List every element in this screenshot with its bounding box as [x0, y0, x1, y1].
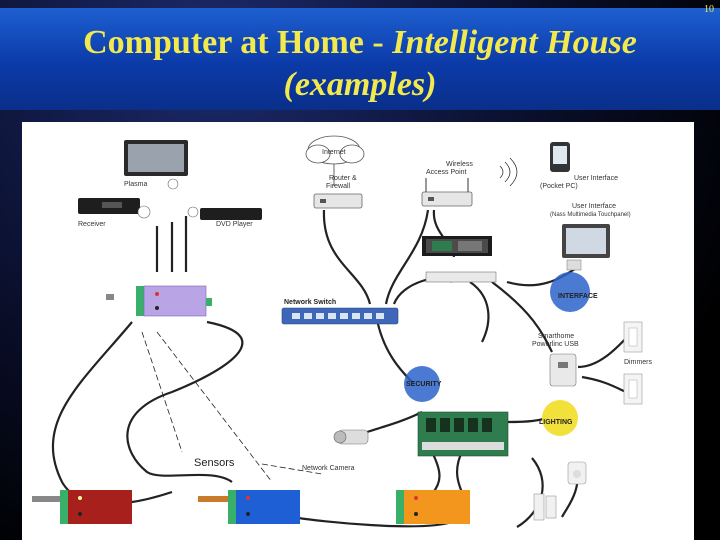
lighting-label: LIGHTING [539, 419, 573, 426]
cable-module-bottom [126, 320, 244, 483]
home-network-diagram: Internet Router & Firewall Wireless Acce… [22, 122, 694, 540]
door-sensor [533, 493, 557, 521]
wifi-signal-icon [499, 157, 518, 187]
blue-sensor-module [198, 490, 300, 524]
media-server [422, 236, 492, 256]
red-sensor-module [32, 490, 132, 524]
internet-cloud: Internet [305, 135, 365, 165]
dvd-label: DVD Player [216, 221, 253, 228]
title-line1: Computer at Home - [83, 24, 393, 61]
smarthome-label-2: Powerlinc USB [532, 341, 579, 348]
dashed-sensor-line-1 [156, 331, 273, 483]
wap-label-2: Access Point [426, 169, 467, 176]
cables [51, 209, 633, 528]
ui-pocket-label-2: (Pocket PC) [540, 183, 578, 190]
ui-touch-label: User Interface [572, 203, 616, 210]
receiver: Receiver [78, 198, 151, 228]
cable-left-big-loop [51, 321, 173, 505]
smarthome-label: Smarthome [538, 333, 574, 340]
dashed-sensor-line-3 [261, 463, 323, 475]
interface-label: INTERFACE [558, 293, 598, 300]
plasma-label: Plasma [124, 181, 147, 188]
smarthome-usb: Smarthome Powerlinc USB [532, 333, 579, 387]
cable-wap-switch [384, 209, 430, 305]
security-relay-board [417, 411, 509, 457]
touch-panel: User Interface (Nass Multimedia Touchpan… [550, 203, 631, 271]
pocket-pc: User Interface (Pocket PC) [540, 142, 618, 190]
cable-board-security [469, 281, 490, 343]
network-switch: Network Switch [281, 299, 399, 325]
title-line2: (examples) [283, 66, 437, 103]
dimmer-switches: Dimmers [623, 321, 652, 405]
security-label: SECURITY [406, 381, 442, 388]
wireless-access-point: Wireless Access Point [421, 161, 473, 207]
hub [425, 271, 497, 283]
router-label: Router & [329, 175, 357, 182]
router-label-2: Firewall [326, 183, 351, 190]
dashed-sensor-line-2 [141, 331, 183, 453]
network-switch-label: Network Switch [284, 299, 336, 306]
cable-relay-orange [431, 451, 441, 495]
plasma-tv: Plasma [124, 140, 188, 190]
sensors-label: Sensors [194, 457, 235, 469]
orange-sensor-module [396, 490, 470, 524]
receiver-label: Receiver [78, 221, 106, 228]
router: Router & Firewall [313, 175, 363, 209]
diagram-svg: Internet Router & Firewall Wireless Acce… [32, 135, 652, 528]
title-line1-italic: Intelligent House [392, 24, 637, 61]
network-camera: Network Camera [302, 429, 369, 472]
dvd-player: DVD Player [187, 206, 262, 228]
ui-touch-label-2: (Nass Multimedia Touchpanel) [550, 212, 631, 218]
lighting-badge: LIGHTING [539, 400, 578, 436]
cable-relay-camera [366, 411, 423, 434]
slide-title: Computer at Home - Intelligent House (ex… [0, 22, 720, 106]
motion-sensor [567, 461, 587, 485]
internet-label: Internet [322, 149, 346, 156]
title-band [0, 8, 720, 110]
page-number: 10 [704, 4, 714, 15]
security-badge: SECURITY [404, 366, 442, 402]
ui-pocket-label: User Interface [574, 175, 618, 182]
dimmers-label: Dimmers [624, 359, 652, 366]
wap-label: Wireless [446, 161, 473, 168]
cable-board-dimmer [491, 281, 553, 353]
interface-badge: INTERFACE [550, 272, 598, 312]
network-camera-label: Network Camera [302, 465, 355, 472]
cable-router-switch [322, 209, 372, 305]
purple-controller-module [106, 285, 212, 317]
